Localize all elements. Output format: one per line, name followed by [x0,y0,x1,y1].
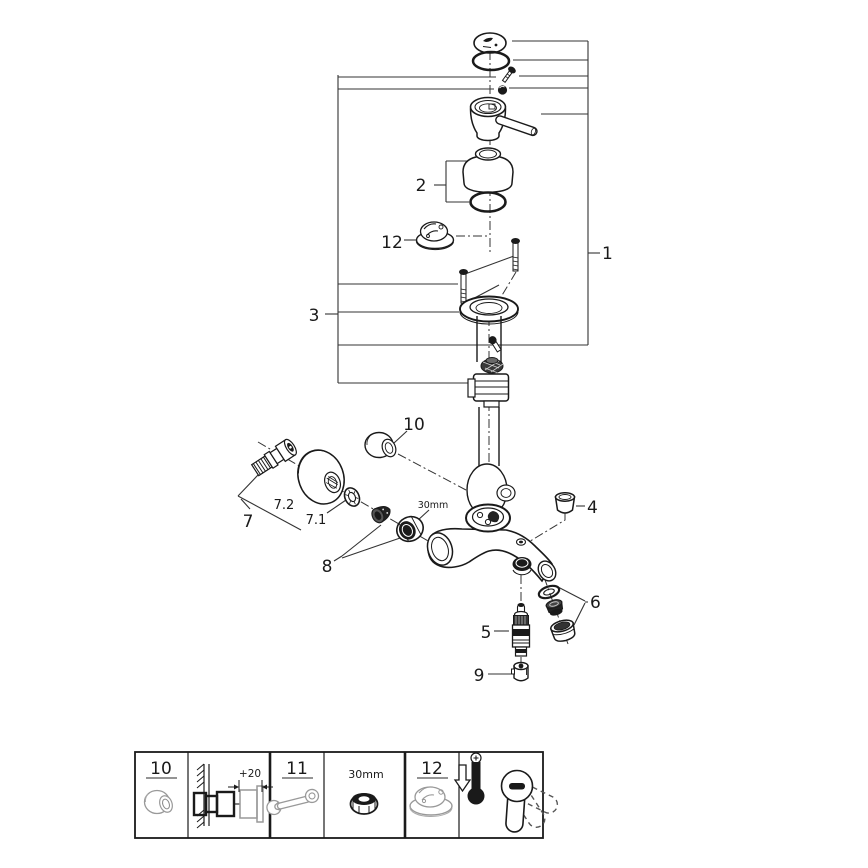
label-part-7-1: 7.1 [306,513,327,528]
legend-cell-30mm: 30mm [348,768,384,815]
part-faucet-body [426,463,557,583]
bracket-3 [325,75,496,384]
label-part-7-2: 7.2 [274,498,295,513]
part-12-dome [415,221,455,251]
label-part-9: 9 [474,666,485,686]
part-2-sleeve [462,147,514,194]
part-8-nut [396,515,424,543]
down-arrow-icon [453,764,472,793]
part-2-o-ring [469,191,507,213]
lever-handle-icon [500,769,559,833]
part-6-washer [537,584,561,600]
leader-10 [393,430,408,444]
part-wall-screw-left [459,269,468,304]
part-7-2-s-union [250,438,297,477]
part-small-screw [488,336,502,353]
part-lever-handle [469,96,538,142]
part-6-insert [545,599,564,616]
legend-ref-12: 12 [421,759,443,779]
label-part-4: 4 [587,498,598,518]
part-dome-nut [497,85,508,95]
thermometer-icon [467,752,485,805]
legend-wall-offset: +20 [239,768,261,780]
legend-cell-wall-offset: +20 [192,763,273,829]
part-5-diverter [511,603,531,657]
nut-icon [349,793,379,815]
label-part-5: 5 [481,623,492,643]
bracket-6 [557,586,588,626]
label-nut-size: 30mm [418,500,449,511]
part-logo-cap [473,32,507,54]
part-wall-flange [459,295,519,325]
label-part-6: 6 [590,593,601,613]
bracket-8 [333,524,404,562]
legend-nut-size: 30mm [348,768,383,781]
label-part-1: 1 [602,244,613,264]
part-10-cap [364,431,397,459]
cap-icon [143,789,173,815]
bracket-2 [434,160,469,203]
part-wall-screw-right [511,238,520,272]
wrench-icon [266,788,320,816]
label-part-8: 8 [322,557,333,577]
part-riser-tube-lower [478,407,500,466]
label-part-2: 2 [416,176,427,196]
label-part-12: 12 [381,233,403,253]
legend-cell-10: 10 [143,759,177,815]
part-handle-screw [501,66,516,83]
part-filter [371,506,391,524]
legend-cell-11: 11 [266,759,320,816]
part-9-adapter [511,661,529,682]
label-part-3: 3 [309,306,320,326]
legend-cell-12: 12 [409,759,453,817]
part-cartridge-upper [467,357,510,408]
label-part-10: 10 [403,415,425,435]
legend-strip: 10 +20 [134,751,559,839]
part-4-plug [554,492,576,514]
part-7-1-washer [343,487,361,507]
legend-ref-11: 11 [286,759,308,779]
part-6-aerator-housing [549,619,576,642]
legend-cell-temperature [453,752,559,833]
dome-strainer-icon [409,786,453,817]
legend-ref-10: 10 [150,759,172,779]
part-riser-tube-upper [476,316,502,362]
bracket-1 [338,40,600,346]
part-o-ring-top [471,50,511,72]
part-escutcheon [297,449,345,505]
label-part-7: 7 [243,512,254,532]
